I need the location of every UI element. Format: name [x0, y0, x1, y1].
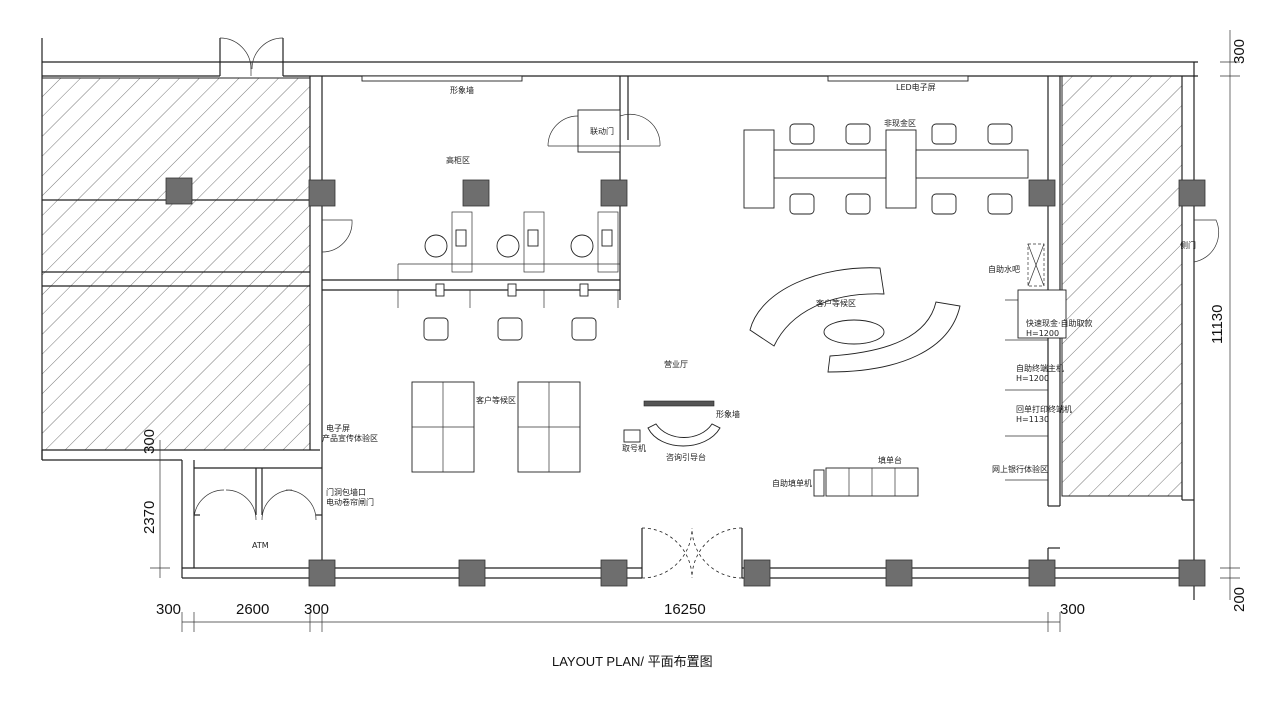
label-print-terminal-1: 回单打印终端机	[1016, 404, 1072, 414]
dimension-values: 300 11130 200 300 2370 300 2600 300 1625…	[141, 39, 1248, 618]
room-labels: 形象墙 LED电子屏 联动门 高柜区 非现金区 自助水吧 侧门 客户等候区 快速…	[252, 82, 1196, 550]
dim-right-200: 200	[1231, 587, 1248, 612]
dim-left-300: 300	[141, 429, 158, 454]
form-desk	[813, 467, 919, 497]
label-print-terminal-2: H=1130	[1016, 415, 1049, 424]
label-self-terminal-2: H=1200	[1016, 374, 1049, 383]
dim-bottom-300c: 300	[1060, 601, 1085, 618]
label-queue-machine: 取号机	[622, 443, 646, 453]
hatched-area-left	[41, 77, 311, 451]
dim-bottom-2600: 2600	[236, 601, 269, 618]
wall-screens	[361, 75, 1067, 339]
side-doors	[193, 109, 1220, 521]
label-non-cash: 非现金区	[884, 118, 916, 128]
label-form-desk: 填单台	[878, 455, 902, 465]
label-consult-desk: 咨询引导台	[666, 452, 706, 462]
hatched-zones	[41, 75, 1183, 497]
dim-bottom-300a: 300	[156, 601, 181, 618]
dim-bottom-16250: 16250	[664, 601, 706, 618]
label-high-counter: 高柜区	[446, 155, 470, 165]
label-image-wall-top: 形象墙	[450, 85, 474, 95]
label-online-bank: 网上银行体验区	[992, 464, 1048, 474]
label-customer-wait-right: 客户等候区	[816, 298, 856, 308]
label-self-water: 自助水吧	[988, 264, 1020, 274]
label-screen-1: 电子屏	[326, 423, 350, 433]
label-linked-door: 联动门	[590, 126, 614, 136]
waiting-sofas	[749, 267, 961, 373]
label-self-terminal-1: 自助终端主机	[1016, 363, 1064, 373]
label-led-screen: LED电子屏	[896, 82, 936, 92]
label-quick-cash-1: 快速现金·自助取款	[1026, 318, 1093, 328]
dim-right-11130: 11130	[1209, 305, 1226, 345]
dim-left-2370: 2370	[141, 501, 158, 534]
label-atm: ATM	[252, 541, 269, 550]
label-customer-wait-left: 客户等候区	[476, 395, 516, 405]
non-cash-furniture	[743, 123, 1029, 215]
label-self-form-machine: 自助填单机	[772, 478, 812, 488]
main-entrance-door	[641, 527, 743, 579]
water-bar	[1027, 243, 1045, 287]
label-screen-2: 产品宣传体验区	[322, 433, 378, 443]
label-gate-1: 门洞包墙口	[326, 487, 366, 497]
left-waiting-booths	[411, 381, 581, 473]
hatched-area-right	[1061, 75, 1183, 497]
label-side-door: 侧门	[1180, 240, 1196, 250]
label-gate-2: 电动卷帘闸门	[326, 497, 374, 507]
dim-bottom-300b: 300	[304, 601, 329, 618]
label-image-wall-mid: 形象墙	[716, 409, 740, 419]
consult-desk	[623, 400, 721, 447]
label-lobby: 营业厅	[664, 359, 688, 369]
high-counter-furniture	[397, 211, 620, 341]
dimension-lines	[150, 30, 1240, 632]
columns	[165, 177, 1206, 587]
dim-top-300: 300	[1231, 39, 1248, 64]
entrance-door-top	[219, 37, 284, 76]
label-quick-cash-2: H=1200	[1026, 329, 1059, 338]
plan-caption: LAYOUT PLAN/ 平面布置图	[552, 654, 713, 669]
